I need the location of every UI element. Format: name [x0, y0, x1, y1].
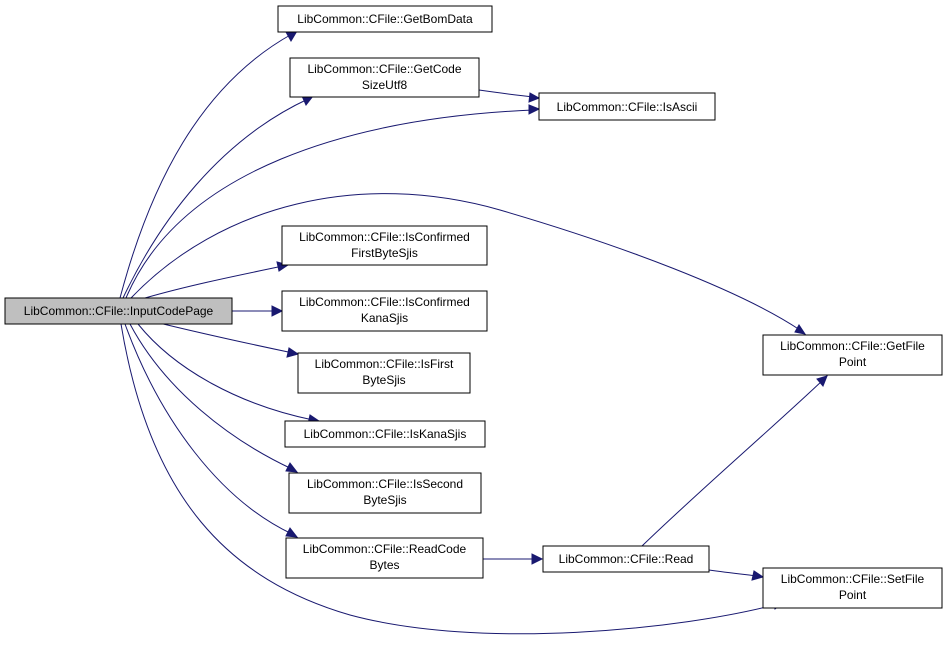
node-label: LibCommon::CFile::GetBomData — [297, 12, 473, 26]
node-label: LibCommon::CFile::IsAscii — [557, 100, 698, 114]
node-read[interactable]: LibCommon::CFile::Read — [542, 545, 710, 573]
node-is-ascii[interactable]: LibCommon::CFile::IsAscii — [538, 92, 716, 121]
node-label-line-2: SizeUtf8 — [362, 78, 408, 92]
node-label-line-1: LibCommon::CFile::IsSecond — [307, 477, 463, 491]
node-read-code-bytes[interactable]: LibCommon::CFile::ReadCode Bytes — [285, 537, 484, 579]
node-label-line-1: LibCommon::CFile::IsFirst — [315, 357, 454, 371]
edge-input-to-confirmedkana — [232, 305, 284, 317]
node-label-line-2: FirstByteSjis — [351, 246, 418, 260]
edge-input-to-confirmedfirst — [144, 261, 290, 299]
node-is-first-byte-sjis[interactable]: LibCommon::CFile::IsFirst ByteSjis — [297, 352, 471, 394]
node-get-file-point[interactable]: LibCommon::CFile::GetFile Point — [762, 334, 943, 376]
node-label: LibCommon::CFile::Read — [559, 552, 694, 566]
node-is-kana-sjis[interactable]: LibCommon::CFile::IsKanaSjis — [284, 420, 486, 448]
edge-input-to-isfirst — [154, 321, 300, 358]
edge-input-to-bom — [119, 30, 298, 299]
edge-codesize-to-isascii — [478, 89, 541, 103]
node-input-code-page[interactable]: LibCommon::CFile::InputCodePage — [4, 297, 233, 325]
edge-input-to-isascii — [125, 104, 541, 299]
node-label-line-1: LibCommon::CFile::ReadCode — [303, 542, 467, 556]
edge-input-to-readcode — [124, 323, 299, 538]
node-label-line-1: LibCommon::CFile::SetFile — [781, 572, 925, 586]
edge-read-to-setfilepoint — [708, 569, 765, 581]
node-label-line-2: ByteSjis — [362, 373, 405, 387]
edge-input-to-issecond — [129, 323, 299, 473]
node-is-confirmed-first-byte-sjis[interactable]: LibCommon::CFile::IsConfirmed FirstByteS… — [281, 225, 488, 266]
node-label-line-1: LibCommon::CFile::IsConfirmed — [299, 230, 470, 244]
node-is-confirmed-kana-sjis[interactable]: LibCommon::CFile::IsConfirmed KanaSjis — [281, 290, 488, 332]
node-label-line-2: Point — [839, 588, 867, 602]
node-label: LibCommon::CFile::InputCodePage — [24, 304, 214, 318]
node-label-line-2: ByteSjis — [363, 493, 406, 507]
node-get-bom-data[interactable]: LibCommon::CFile::GetBomData — [277, 5, 493, 33]
node-label-line-1: LibCommon::CFile::GetFile — [780, 339, 925, 353]
node-is-second-byte-sjis[interactable]: LibCommon::CFile::IsSecond ByteSjis — [288, 472, 482, 514]
node-label-line-2: KanaSjis — [361, 311, 408, 325]
node-label-line-2: Bytes — [369, 558, 399, 572]
node-label: LibCommon::CFile::IsKanaSjis — [304, 427, 467, 441]
node-get-code-size-utf8[interactable]: LibCommon::CFile::GetCode SizeUtf8 — [289, 57, 480, 98]
edge-read-to-getfilepoint — [641, 375, 828, 547]
node-label-line-1: LibCommon::CFile::GetCode — [307, 62, 461, 76]
edge-input-to-getfilepoint — [130, 193, 807, 335]
edge-readcode-to-read — [483, 553, 544, 565]
nodes-layer: LibCommon::CFile::InputCodePage LibCommo… — [4, 5, 943, 609]
node-label-line-2: Point — [839, 355, 867, 369]
node-label-line-1: LibCommon::CFile::IsConfirmed — [299, 295, 470, 309]
node-set-file-point[interactable]: LibCommon::CFile::SetFile Point — [762, 567, 943, 609]
